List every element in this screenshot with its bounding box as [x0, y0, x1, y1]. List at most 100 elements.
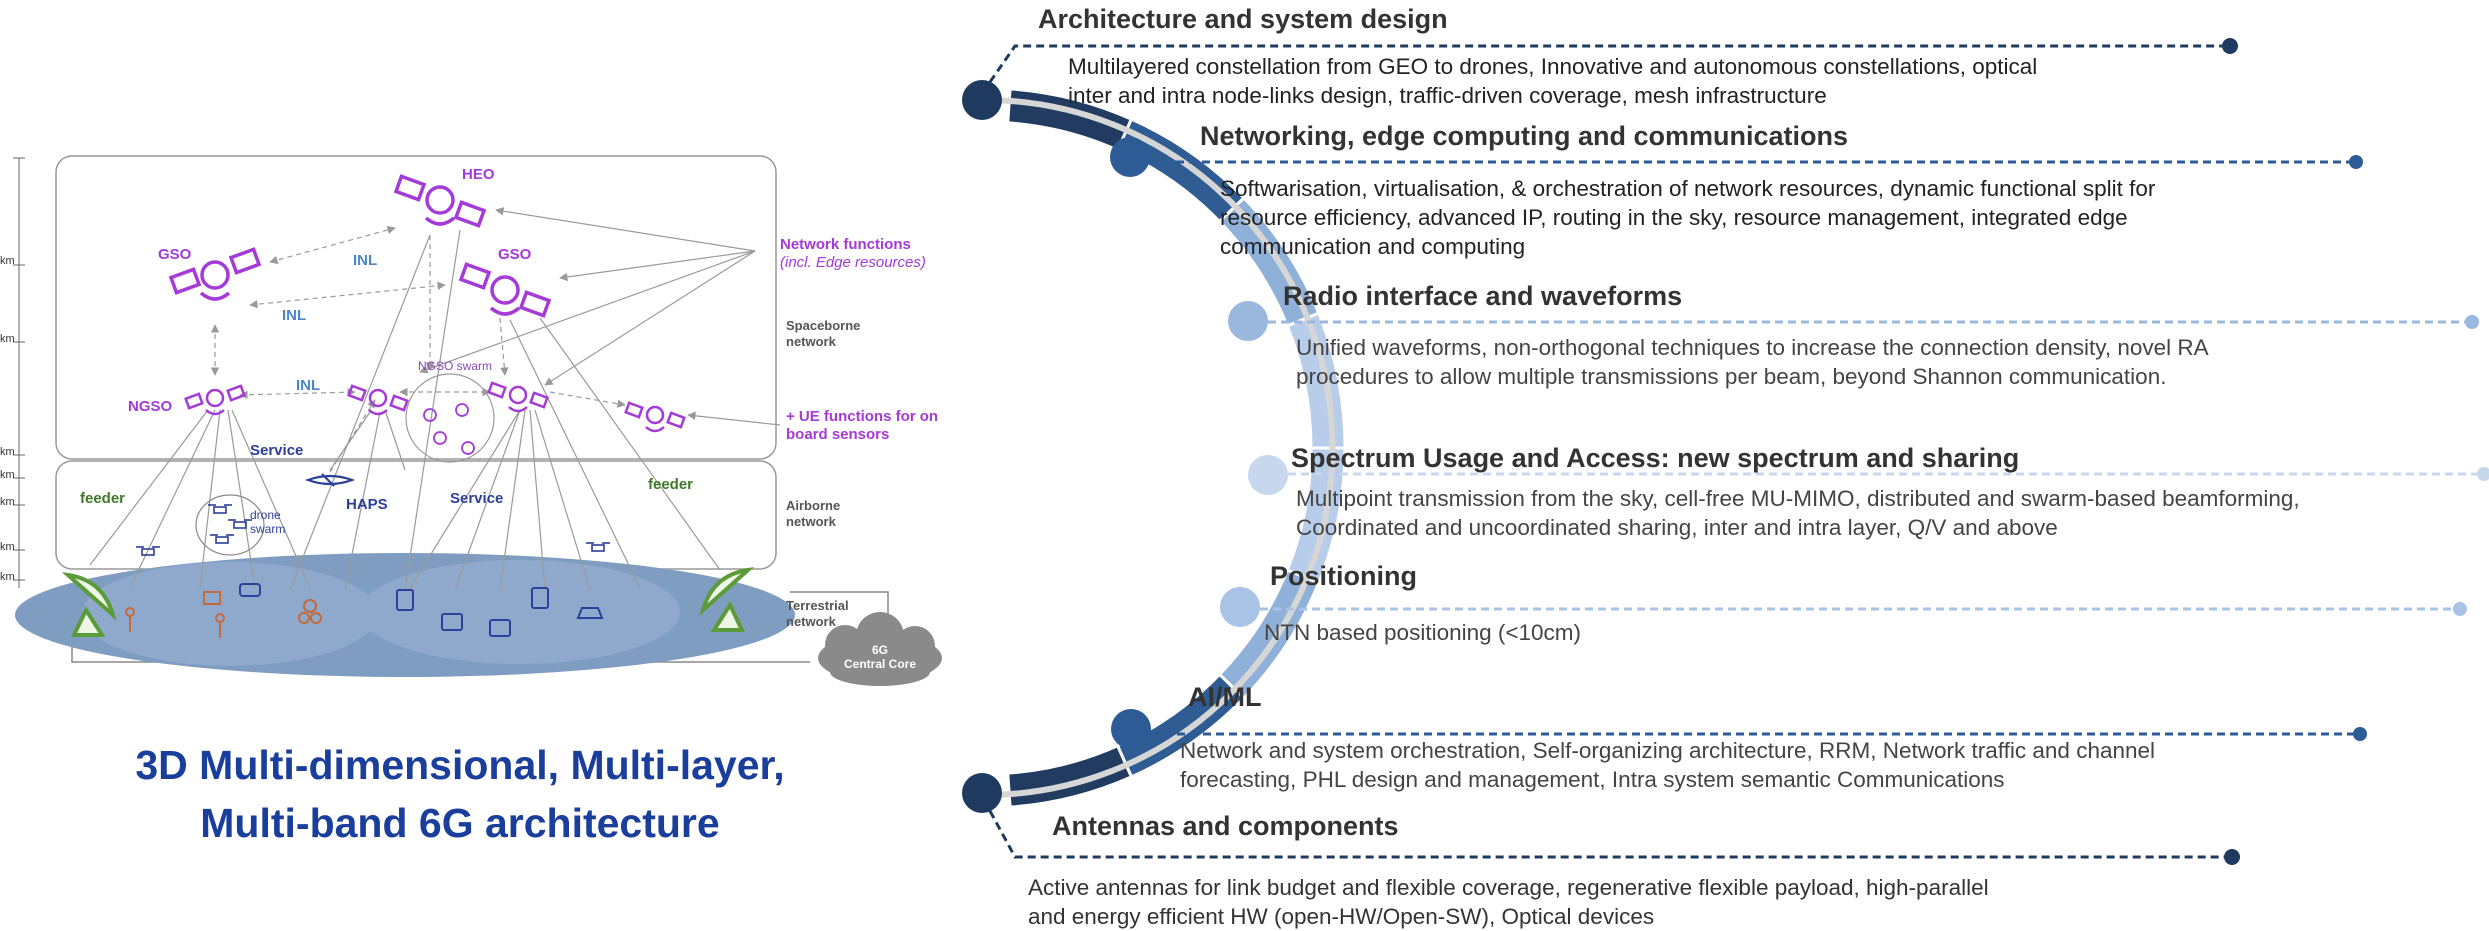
- altitude-unit: km: [0, 541, 15, 553]
- topic-connector-line: [988, 44, 2230, 83]
- dish-left-icon: [61, 572, 117, 637]
- topic-description-line: Softwarisation, virtualisation, & orches…: [1220, 176, 2156, 201]
- topic-node: [1220, 587, 1260, 627]
- drone-swarm-line1: drone: [250, 508, 281, 522]
- topic-description-line: Unified waveforms, non-orthogonal techni…: [1296, 335, 2209, 360]
- inl-left-label: INL: [282, 307, 307, 324]
- topic-description-line: Multipoint transmission from the sky, ce…: [1296, 486, 2300, 511]
- terrestrial-line1: Terrestrial: [786, 598, 849, 613]
- airborne-line1: Airborne: [786, 498, 841, 513]
- gso-left-label: GSO: [158, 246, 192, 263]
- diagram-title-line2: Multi-band 6G architecture: [200, 800, 720, 846]
- airborne-label: Airborne network: [786, 498, 840, 530]
- dish-right-icon: [699, 567, 755, 632]
- service-area-right: [360, 560, 680, 664]
- drone-swarm-line2: swarm: [250, 522, 286, 536]
- ngso-satellite-2-icon: [347, 384, 409, 416]
- feeder-left-label: feeder: [80, 490, 126, 507]
- topic-node: [1111, 709, 1151, 749]
- ground-station-dishes: [61, 567, 755, 637]
- inl-mid-label: INL: [296, 377, 321, 394]
- topic-description-line: and energy efficient HW (open-HW/Open-SW…: [1028, 904, 1655, 929]
- gso-right-satellite-icon: [458, 262, 552, 318]
- altitude-unit: km: [0, 333, 15, 345]
- satellites: [168, 174, 686, 463]
- diagram-title: 3D Multi-dimensional, Multi-layer, Multi…: [90, 736, 830, 852]
- topic-node: [962, 773, 1002, 813]
- topic-end-dot: [2453, 602, 2467, 616]
- terrestrial-label: Terrestrial network: [786, 598, 849, 630]
- topic-description-line: Coordinated and uncoordinated sharing, i…: [1296, 515, 2058, 540]
- topic-node: [962, 80, 1002, 120]
- terrestrial-line2: network: [786, 614, 836, 629]
- heo-satellite-icon: [393, 174, 487, 228]
- feeder-right-label: feeder: [648, 476, 694, 493]
- spaceborne-line2: network: [786, 334, 836, 349]
- central-core-line2: Central Core: [843, 657, 917, 671]
- topic-description: NTN based positioning (<10cm): [1264, 618, 1581, 647]
- inner-grey-arc: [984, 97, 1336, 798]
- spaceborne-label: Spaceborne network: [786, 318, 860, 350]
- ngso-label: NGSO: [128, 398, 173, 415]
- heo-label: HEO: [462, 166, 495, 183]
- network-functions-line1: Network functions: [780, 236, 911, 253]
- topic-connectors: [962, 38, 2489, 865]
- topic-description-line: procedures to allow multiple transmissio…: [1296, 364, 2167, 389]
- topic-title: Positioning: [1270, 561, 1417, 591]
- topic-description-line: Multilayered constellation from GEO to d…: [1068, 54, 2038, 79]
- topic-end-dot: [2465, 315, 2479, 329]
- altitude-unit: km: [0, 255, 15, 267]
- topic-title: Antennas and components: [1052, 811, 1399, 841]
- central-core-cloud: [818, 612, 942, 686]
- link-lines: [89, 207, 781, 591]
- network-functions-line2: (incl. Edge resources): [780, 254, 926, 271]
- altitude-scale: [13, 157, 25, 588]
- topic-description-line: forecasting, PHL design and management, …: [1180, 767, 2005, 792]
- topic-description: Network and system orchestration, Self-o…: [1180, 736, 2155, 794]
- spaceborne-box: [55, 155, 777, 460]
- topic-description-line: inter and intra node-links design, traff…: [1068, 83, 1827, 108]
- topic-title: Radio interface and waveforms: [1283, 281, 1683, 311]
- service-right-label: Service: [450, 490, 504, 507]
- ue-functions-line1: + UE functions for on: [786, 408, 939, 425]
- topic-title: Spectrum Usage and Access: new spectrum …: [1291, 443, 2020, 473]
- drone-swarm-label: drone swarm: [250, 508, 285, 536]
- topic-description: Unified waveforms, non-orthogonal techni…: [1296, 333, 2209, 391]
- ground-coverage: [15, 553, 795, 677]
- arc-segment: [1006, 743, 1134, 809]
- topic-title: AI/ML: [1188, 682, 1262, 712]
- topic-node: [1228, 301, 1268, 341]
- topic-end-dot: [2222, 38, 2238, 54]
- airborne-line2: network: [786, 514, 836, 529]
- altitude-unit: km: [0, 446, 15, 458]
- topic-description-line: communication and computing: [1220, 234, 1526, 259]
- altitude-unit: km: [0, 469, 15, 481]
- diagram-title-line1: 3D Multi-dimensional, Multi-layer,: [135, 742, 785, 788]
- altitude-unit: km: [0, 571, 15, 583]
- drone-icons: [136, 504, 610, 556]
- ue-functions-line2: board sensors: [786, 426, 890, 443]
- ngso-swarm-label: NGSO swarm: [418, 359, 493, 373]
- topic-description-line: resource efficiency, advanced IP, routin…: [1220, 205, 2128, 230]
- topic-connector-line: [988, 810, 2232, 859]
- topic-end-dot: [2224, 849, 2240, 865]
- topic-title: Architecture and system design: [1038, 4, 1448, 34]
- airborne-elements: [136, 473, 610, 556]
- topic-node: [1248, 455, 1288, 495]
- ngso-satellite-icon: [184, 384, 246, 416]
- ue-functions-label: + UE functions for on board sensors: [786, 408, 938, 444]
- central-core-label: 6G Central Core: [838, 643, 922, 671]
- ngso-swarm-circle: [405, 373, 495, 463]
- topic-end-dot: [2349, 155, 2363, 169]
- altitude-unit: km: [0, 496, 15, 508]
- haps-icon: [304, 473, 356, 487]
- network-functions-label: Network functions (incl. Edge resources): [780, 236, 926, 272]
- ngso-satellite-3-icon: [487, 381, 549, 413]
- central-core-line1: 6G: [871, 643, 888, 657]
- spaceborne-line1: Spaceborne: [786, 318, 861, 333]
- topic-description-line: Active antennas for link budget and flex…: [1028, 875, 1989, 900]
- topic-description: Active antennas for link budget and flex…: [1028, 873, 1989, 931]
- gso-right-label: GSO: [498, 246, 532, 263]
